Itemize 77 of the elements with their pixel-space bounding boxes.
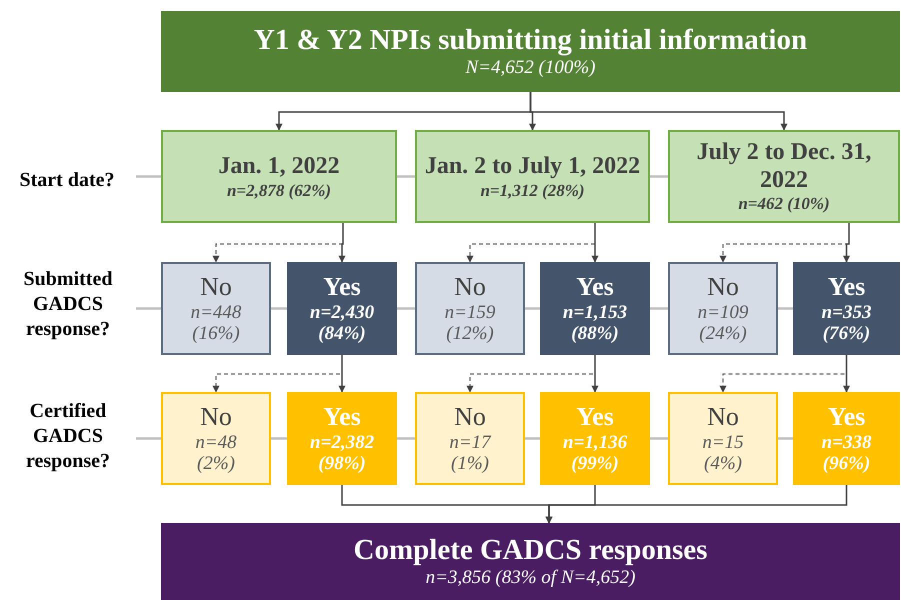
count-text: N=4,652 (100%) xyxy=(466,57,596,80)
outcome-box xyxy=(415,392,525,485)
box-heading: No xyxy=(200,272,232,302)
result-box xyxy=(161,523,900,600)
count-text: n=448 (16%) xyxy=(190,302,242,346)
box-heading: Yes xyxy=(828,402,866,432)
arrow xyxy=(592,223,598,263)
count-text: n=17 (1%) xyxy=(448,432,492,476)
arrow xyxy=(592,355,598,393)
connector-line xyxy=(778,437,793,440)
connector-line xyxy=(136,307,161,310)
box-heading: Yes xyxy=(323,272,361,302)
category-box xyxy=(668,130,900,223)
box-heading: No xyxy=(707,272,739,302)
connector-line xyxy=(397,437,415,440)
outcome-box xyxy=(793,392,900,485)
row-label: Submitted GADCS response? xyxy=(6,262,130,346)
outcome-box xyxy=(668,392,778,485)
arrow xyxy=(546,485,848,524)
connector-line xyxy=(136,175,161,178)
count-text: n=353 (76%) xyxy=(820,302,872,346)
arrow xyxy=(843,223,850,263)
box-heading: Yes xyxy=(828,272,866,302)
box-heading: No xyxy=(200,402,232,432)
count-text: n=2,382 (98%) xyxy=(308,432,376,476)
box-heading: Y1 & Y2 NPIs submitting initial information xyxy=(254,24,808,58)
box-heading: No xyxy=(454,272,486,302)
count-text: n=1,153 (88%) xyxy=(562,302,628,346)
box-heading: No xyxy=(454,402,486,432)
arrow xyxy=(530,92,788,131)
count-text: n=1,136 (99%) xyxy=(562,432,628,476)
outcome-box xyxy=(287,392,397,485)
count-text: n=2,878 (62%) xyxy=(226,180,332,200)
count-text: n=338 (96%) xyxy=(820,432,872,476)
connector-line xyxy=(397,175,415,178)
arrow xyxy=(338,223,346,263)
connector-line xyxy=(650,175,668,178)
connector-line xyxy=(525,437,540,440)
box-heading: July 2 to Dec. 31, 2022 xyxy=(696,139,872,194)
category-box xyxy=(161,130,397,223)
box-heading: Jan. 1, 2022 xyxy=(218,152,340,181)
outcome-box xyxy=(415,262,525,355)
outcome-box xyxy=(161,262,271,355)
box-heading: No xyxy=(707,402,739,432)
outcome-box xyxy=(161,392,271,485)
connector-line xyxy=(397,307,415,310)
count-text: n=15 (4%) xyxy=(701,432,745,476)
row-label: Certified GADCS response? xyxy=(6,394,130,478)
connector-line xyxy=(525,307,540,310)
box-heading: Complete GADCS responses xyxy=(354,534,708,568)
box-heading: Yes xyxy=(323,402,361,432)
connector-line xyxy=(650,307,668,310)
connector-line xyxy=(136,437,161,440)
outcome-box xyxy=(793,262,900,355)
process-box xyxy=(161,11,900,92)
box-heading: Yes xyxy=(576,402,614,432)
outcome-box xyxy=(668,262,778,355)
box-heading: Jan. 2 to July 1, 2022 xyxy=(424,152,640,181)
count-text: n=1,312 (28%) xyxy=(480,180,585,200)
count-text: n=159 (12%) xyxy=(444,302,496,346)
count-text: n=3,856 (83% of N=4,652) xyxy=(426,567,636,590)
outcome-box xyxy=(540,392,650,485)
arrow xyxy=(843,355,850,393)
outcome-box xyxy=(540,262,650,355)
arrow xyxy=(338,355,346,393)
outcome-box xyxy=(287,262,397,355)
connector-line xyxy=(778,307,793,310)
box-heading: Yes xyxy=(576,272,614,302)
count-text: n=48 (2%) xyxy=(194,432,238,476)
connector-line xyxy=(271,437,287,440)
count-text: n=109 (24%) xyxy=(696,302,750,346)
row-label: Start date? xyxy=(4,160,130,200)
category-box xyxy=(415,130,650,223)
count-text: n=2,430 (84%) xyxy=(308,302,376,346)
connector-line xyxy=(650,437,668,440)
count-text: n=462 (10%) xyxy=(738,194,830,214)
connector-line xyxy=(271,307,287,310)
